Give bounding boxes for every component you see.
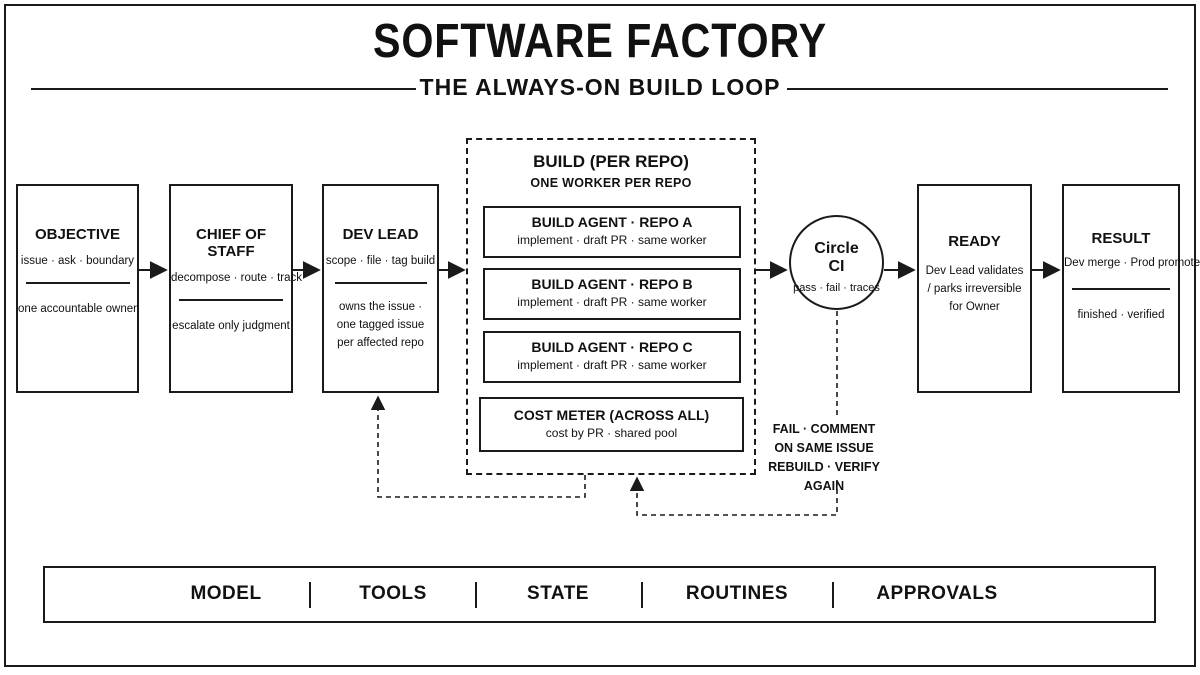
foundation-item-routines: ROUTINES: [685, 583, 789, 604]
page-title: SOFTWARE FACTORY: [372, 15, 828, 68]
fail-loop-line: REBUILD · VERIFY AGAIN: [768, 460, 880, 493]
cost-meter-box: COST METER (ACROSS ALL) cost by PR · sha…: [479, 397, 744, 452]
foundation-separator: [309, 582, 311, 608]
foundation-bar: MODEL TOOLS STATE ROUTINES APPROVALS: [43, 566, 1156, 623]
ready-box: READY Dev Lead validates / parks irrever…: [917, 184, 1032, 393]
chief-of-staff-box: CHIEF OF STAFF decompose · route · track…: [169, 184, 303, 393]
ready-title: READY: [948, 233, 1001, 250]
build-agent-title: BUILD AGENT · REPO C: [531, 339, 693, 355]
dev-lead-title: DEV LEAD: [342, 226, 419, 243]
fail-loop-line: FAIL · COMMENT: [772, 422, 876, 436]
fail-loop-note: FAIL · COMMENT ON SAME ISSUE REBUILD · V…: [757, 420, 891, 496]
objective-title: OBJECTIVE: [34, 226, 121, 243]
build-agent-detail: implement · draft PR · same worker: [517, 295, 707, 309]
dev-lead-note: owns the issue · one tagged issue per af…: [336, 300, 425, 349]
objective-divider: [25, 282, 130, 284]
foundation-separator: [475, 582, 477, 608]
result-detail: Dev merge · Prod promote: [1064, 257, 1200, 269]
result-box: RESULT Dev merge · Prod promote finished…: [1062, 184, 1200, 393]
result-note: finished · verified: [1077, 308, 1165, 321]
dev-lead-divider: [334, 282, 427, 284]
foundation-item-tools: TOOLS: [359, 583, 427, 604]
diagram-frame: [4, 4, 1196, 667]
build-agent-repo-c: BUILD AGENT · REPO C implement · draft P…: [483, 331, 741, 383]
circle-ci-detail: pass · fail · traces: [793, 282, 880, 294]
build-agent-detail: implement · draft PR · same worker: [517, 233, 707, 247]
foundation-separator: [832, 582, 834, 608]
page-subtitle: THE ALWAYS-ON BUILD LOOP: [419, 74, 781, 100]
build-agent-title: BUILD AGENT · REPO B: [531, 276, 693, 292]
foundation-item-model: MODEL: [190, 583, 262, 604]
dev-lead-box: DEV LEAD scope · file · tag build owns t…: [322, 184, 439, 393]
circle-ci-title-line1: Circle: [814, 240, 859, 257]
objective-detail: issue · ask · boundary: [20, 255, 135, 267]
chief-of-staff-note: escalate only judgment: [172, 319, 290, 332]
result-divider: [1072, 288, 1170, 290]
circle-ci-title-line2: CI: [828, 258, 845, 275]
circle-ci-node: Circle CI pass · fail · traces: [789, 215, 884, 310]
chief-of-staff-title: CHIEF OF STAFF: [196, 226, 266, 260]
foundation-item-state: STATE: [527, 583, 589, 604]
subtitle-rule-right: [787, 88, 1168, 90]
subtitle-rule-left: [31, 88, 416, 90]
fail-loop-line: ON SAME ISSUE: [774, 441, 874, 455]
build-group: BUILD (PER REPO) ONE WORKER PER REPO: [466, 138, 756, 475]
dev-lead-detail: scope · file · tag build: [325, 255, 436, 267]
build-agent-repo-b: BUILD AGENT · REPO B implement · draft P…: [483, 268, 741, 320]
foundation-item-approvals: APPROVALS: [876, 583, 998, 604]
result-title: RESULT: [1091, 230, 1151, 247]
chief-of-staff-detail: decompose · route · track: [171, 272, 303, 284]
chief-of-staff-divider: [179, 299, 283, 301]
build-subtitle: ONE WORKER PER REPO: [530, 176, 692, 190]
objective-note: one accountable owner: [18, 302, 137, 315]
cost-meter-detail: cost by PR · shared pool: [545, 426, 678, 440]
build-title: BUILD (PER REPO): [533, 152, 689, 171]
cost-meter-title: COST METER (ACROSS ALL): [513, 407, 710, 423]
build-agent-detail: implement · draft PR · same worker: [517, 358, 707, 372]
foundation-separator: [641, 582, 643, 608]
objective-box: OBJECTIVE issue · ask · boundary one acc…: [16, 184, 139, 393]
ready-detail: Dev Lead validates / parks irreversible …: [925, 265, 1024, 313]
build-agent-title: BUILD AGENT · REPO A: [531, 214, 693, 230]
build-agent-repo-a: BUILD AGENT · REPO A implement · draft P…: [483, 206, 741, 258]
